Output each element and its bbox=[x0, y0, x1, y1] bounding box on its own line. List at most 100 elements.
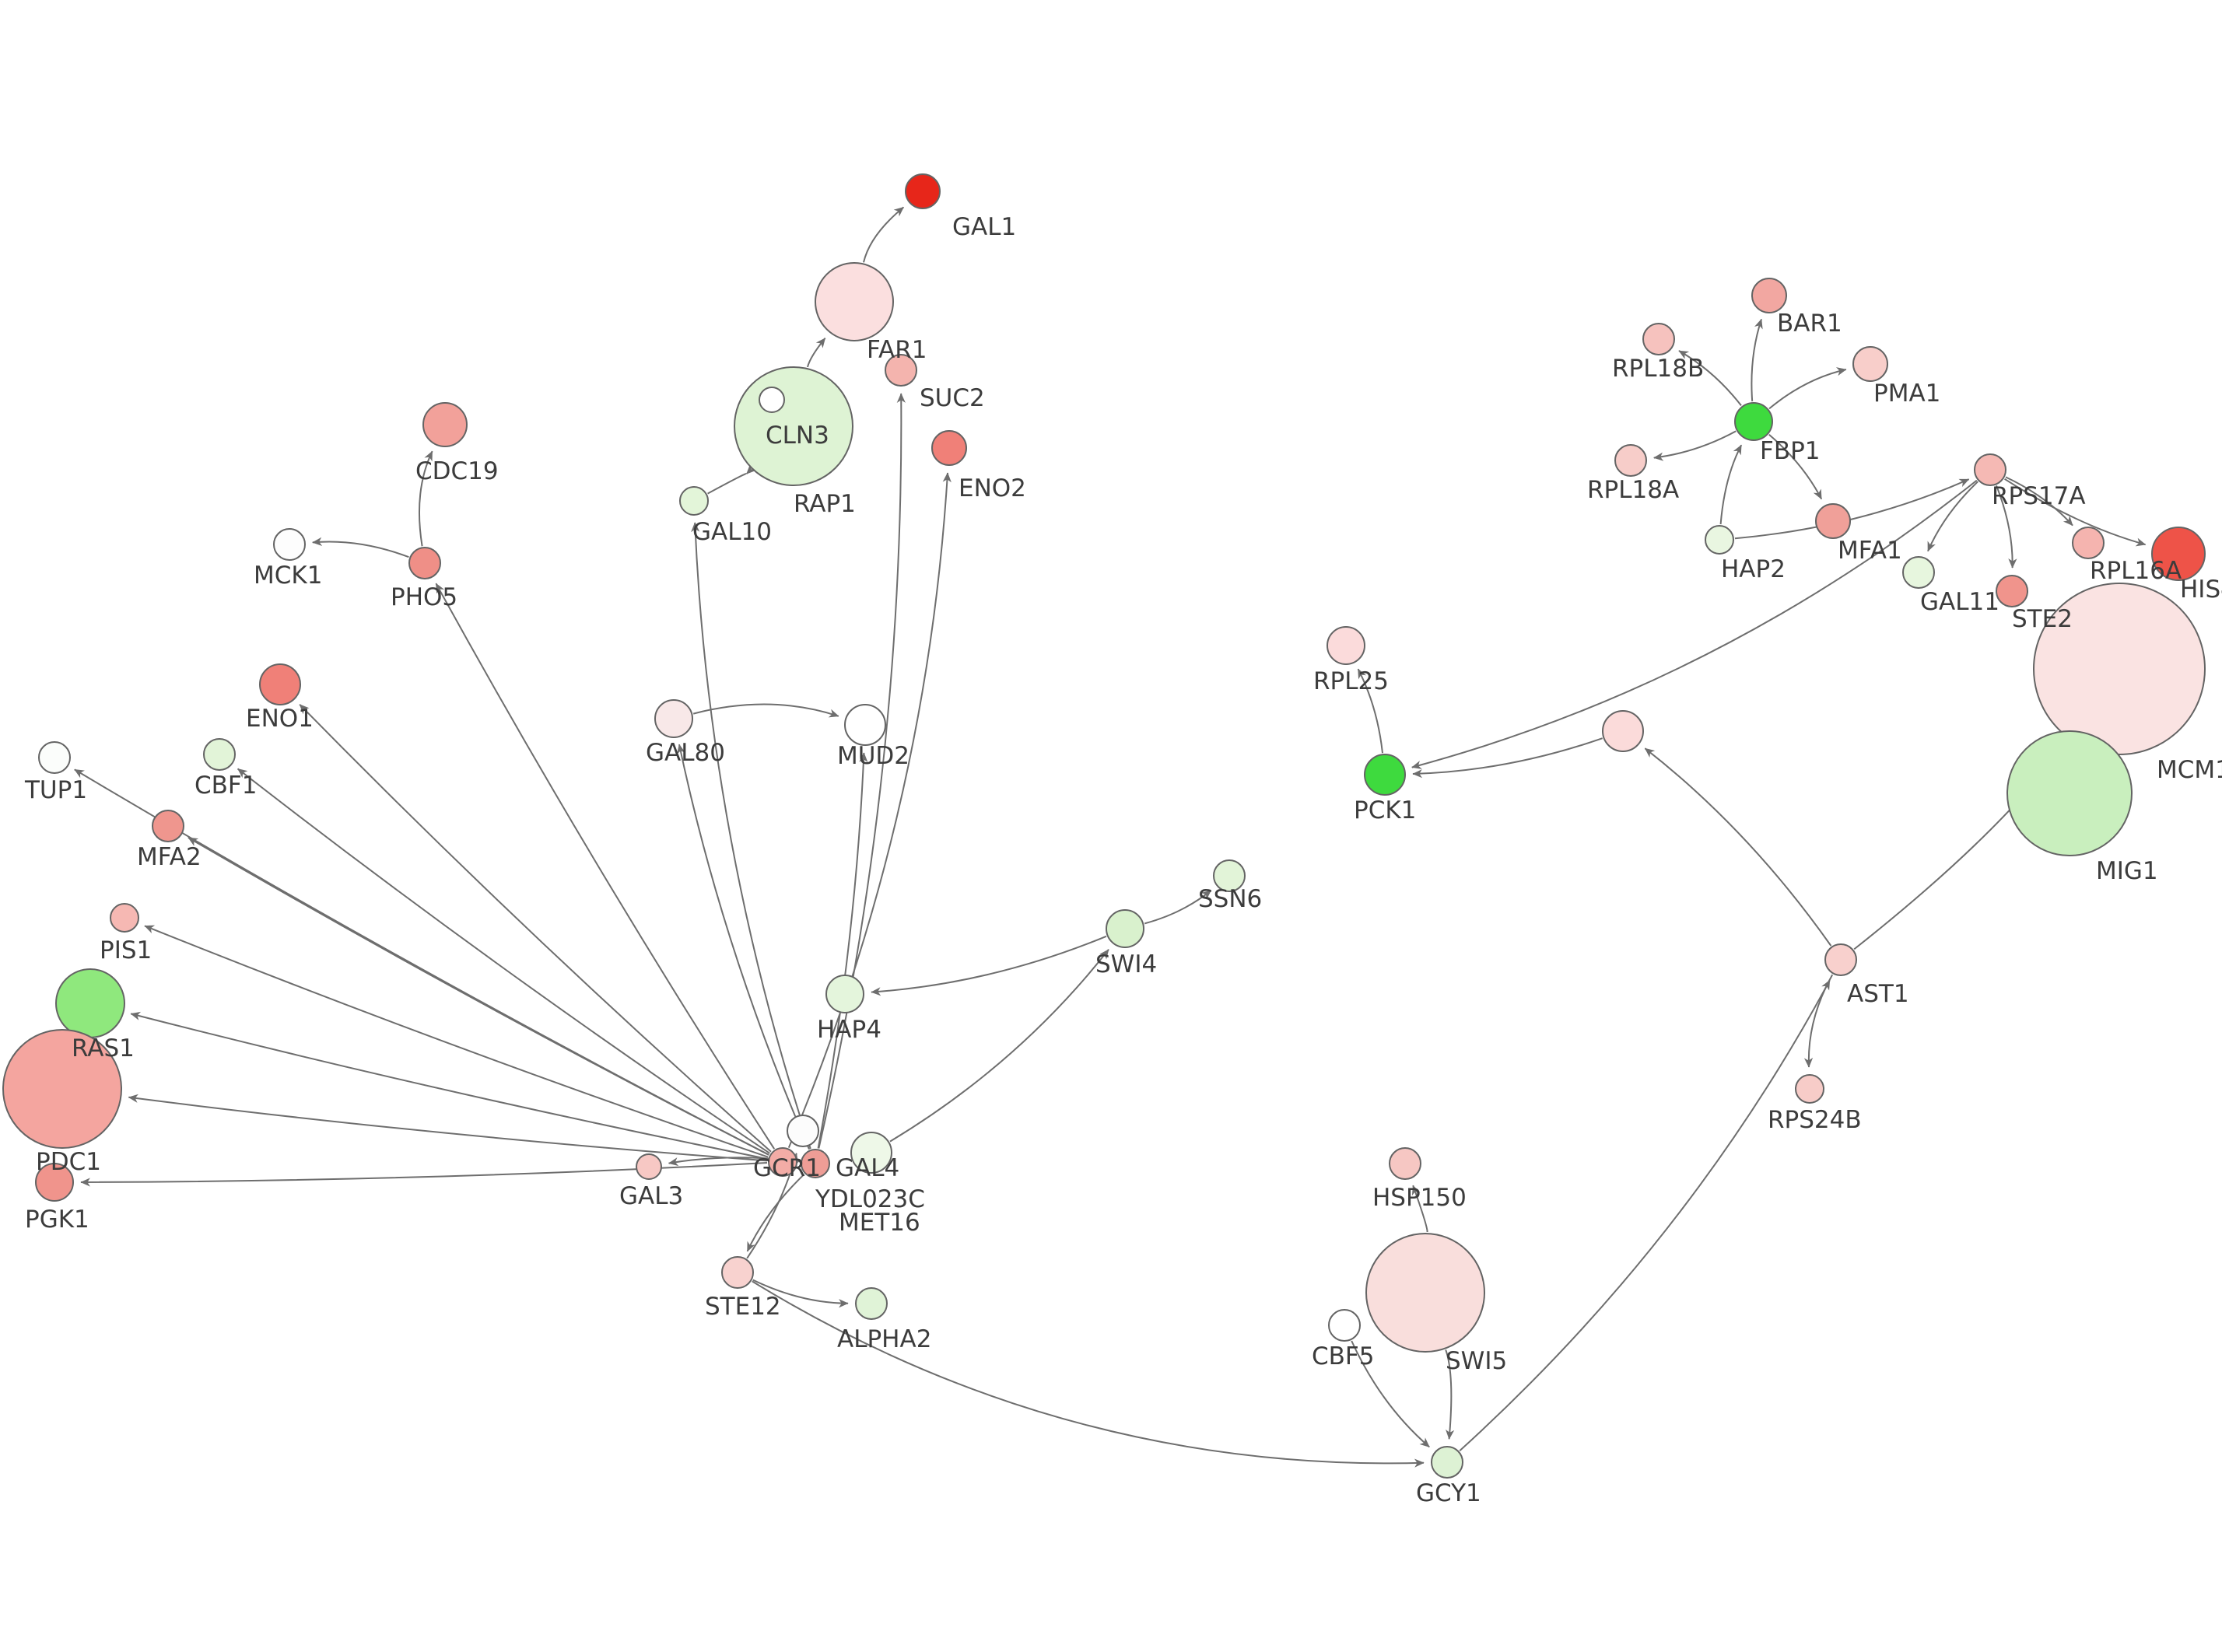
edge-gcr1-cbf1[interactable] bbox=[237, 768, 770, 1154]
edge-gal4-ste12[interactable] bbox=[746, 1174, 805, 1252]
node-gal10[interactable] bbox=[679, 486, 709, 516]
node-ras1[interactable] bbox=[55, 968, 125, 1038]
node-mig1[interactable] bbox=[2006, 730, 2133, 856]
node-rap1[interactable] bbox=[759, 387, 785, 413]
node-ssn6[interactable] bbox=[1213, 859, 1246, 892]
edge-hap2-rps17a[interactable] bbox=[1734, 478, 1970, 540]
edge-rps17a-ste2[interactable] bbox=[1996, 485, 2017, 569]
edge-gcr1-pgk1[interactable] bbox=[80, 1162, 768, 1187]
node-hsp150[interactable] bbox=[1389, 1147, 1421, 1180]
node-suc2[interactable] bbox=[885, 354, 917, 387]
node-ste12[interactable] bbox=[721, 1256, 754, 1289]
node-unlabeled[interactable] bbox=[1602, 710, 1644, 752]
node-cbf1[interactable] bbox=[203, 738, 236, 771]
edge-far1-gal1[interactable] bbox=[863, 206, 905, 263]
node-bar1[interactable] bbox=[1751, 278, 1787, 313]
node-hap2[interactable] bbox=[1705, 525, 1734, 555]
node-mck1[interactable] bbox=[273, 528, 306, 561]
edge-rps17a-his4[interactable] bbox=[2004, 478, 2147, 547]
node-tup1[interactable] bbox=[38, 741, 71, 774]
edge-gal10-cln3[interactable] bbox=[707, 464, 756, 495]
edge-rps17a-rpl16a[interactable] bbox=[2005, 476, 2073, 527]
node-pck1[interactable] bbox=[1364, 754, 1406, 796]
node-pma1[interactable] bbox=[1852, 346, 1888, 382]
edge-fbp1-bar1[interactable] bbox=[1751, 318, 1763, 402]
node-pis1[interactable] bbox=[110, 903, 139, 933]
edge-gcr1-eno2[interactable] bbox=[787, 472, 952, 1148]
node-eno1[interactable] bbox=[259, 663, 301, 705]
edge-gcr1-mfa2[interactable] bbox=[188, 837, 769, 1156]
edge-fbp1-mfa1[interactable] bbox=[1768, 434, 1823, 500]
node-ste2[interactable] bbox=[1996, 575, 2028, 607]
node-swi5[interactable] bbox=[1365, 1233, 1485, 1353]
edge-swi5-hsp150[interactable] bbox=[1411, 1185, 1428, 1233]
node-label-mcm1: MCM1 bbox=[2157, 756, 2222, 784]
edge-fbp1-rpl18b[interactable] bbox=[1678, 350, 1742, 407]
edge-swi4-ssn6[interactable] bbox=[1144, 890, 1212, 925]
node-gal4[interactable] bbox=[801, 1149, 830, 1178]
node-cbf5[interactable] bbox=[1328, 1309, 1361, 1342]
edge-gcr1-pdc1[interactable] bbox=[128, 1094, 768, 1162]
node-mfa1[interactable] bbox=[1815, 503, 1851, 539]
edge-rps17a-pck1[interactable] bbox=[1411, 479, 1978, 769]
node-rpl18a[interactable] bbox=[1614, 444, 1647, 477]
edge-met16-swi4[interactable] bbox=[889, 949, 1109, 1143]
edge-gal80-mud2[interactable] bbox=[692, 703, 839, 718]
node-ast1[interactable] bbox=[1824, 943, 1857, 976]
edge-swi4-hap4[interactable] bbox=[871, 935, 1107, 996]
edge-cln3-far1[interactable] bbox=[807, 338, 826, 368]
node-met16[interactable] bbox=[850, 1132, 892, 1174]
edge-rps17a-gal11[interactable] bbox=[1927, 481, 1978, 552]
edge-pho5-cdc19[interactable] bbox=[418, 450, 433, 547]
node-his4[interactable] bbox=[2151, 527, 2206, 581]
node-far1[interactable] bbox=[815, 262, 894, 341]
node-gal11[interactable] bbox=[1902, 556, 1935, 589]
node-pho5[interactable] bbox=[408, 547, 441, 579]
node-cdc19[interactable] bbox=[422, 402, 468, 447]
edge-fbp1-rpl18a[interactable] bbox=[1653, 430, 1737, 461]
edge-gal4-suc2[interactable] bbox=[818, 393, 906, 1149]
edge-ast1-unlabeled[interactable] bbox=[1644, 747, 1832, 947]
node-pgk1[interactable] bbox=[35, 1163, 74, 1202]
edge-cbf5-gcy1[interactable] bbox=[1351, 1340, 1430, 1448]
edge-gal4-gal10[interactable] bbox=[691, 522, 811, 1150]
node-gal3[interactable] bbox=[636, 1153, 662, 1180]
edge-gal4-gal80[interactable] bbox=[676, 744, 810, 1150]
node-rpl18b[interactable] bbox=[1642, 323, 1675, 355]
edge-gcy1-ast1[interactable] bbox=[1459, 979, 1831, 1451]
node-rps24b[interactable] bbox=[1795, 1074, 1824, 1104]
edge-ste12-gcy1[interactable] bbox=[752, 1280, 1425, 1468]
node-mud2[interactable] bbox=[844, 704, 886, 746]
edge-ste12-alpha2[interactable] bbox=[752, 1279, 849, 1308]
node-mcm1[interactable] bbox=[2033, 583, 2206, 755]
node-rpl25[interactable] bbox=[1327, 626, 1365, 665]
node-swi4[interactable] bbox=[1106, 909, 1144, 948]
edge-unlabeled-pck1[interactable] bbox=[1412, 737, 1603, 779]
node-gal80[interactable] bbox=[654, 699, 693, 738]
edge-pck1-rpl25[interactable] bbox=[1357, 668, 1383, 754]
node-rps17a[interactable] bbox=[1974, 453, 2006, 486]
node-pdc1[interactable] bbox=[2, 1029, 122, 1149]
edge-hap2-fbp1[interactable] bbox=[1719, 444, 1743, 525]
node-gcy1[interactable] bbox=[1431, 1446, 1463, 1479]
node-fbp1[interactable] bbox=[1734, 402, 1773, 441]
node-eno2[interactable] bbox=[931, 430, 967, 466]
node-mfa2[interactable] bbox=[152, 810, 184, 842]
node-ydl023c[interactable] bbox=[787, 1115, 819, 1147]
edge-gcr1-pis1[interactable] bbox=[144, 925, 769, 1158]
edge-swi5-gcy1[interactable] bbox=[1445, 1349, 1455, 1440]
node-hap4[interactable] bbox=[825, 975, 864, 1013]
node-gal1[interactable] bbox=[905, 173, 941, 209]
node-rpl16a[interactable] bbox=[2072, 527, 2105, 559]
edge-pho5-mck1[interactable] bbox=[312, 537, 409, 558]
edge-gal4-mud2[interactable] bbox=[817, 752, 868, 1149]
node-label-his4: HIS4 bbox=[2180, 576, 2222, 604]
edge-fbp1-pma1[interactable] bbox=[1768, 367, 1847, 410]
edge-gcr1-eno1[interactable] bbox=[299, 704, 772, 1153]
edge-gcr1-ras1[interactable] bbox=[130, 1011, 768, 1160]
edge-gcr1-pho5[interactable] bbox=[435, 583, 776, 1150]
node-gcr1[interactable] bbox=[768, 1147, 797, 1177]
node-alpha2[interactable] bbox=[855, 1287, 888, 1320]
